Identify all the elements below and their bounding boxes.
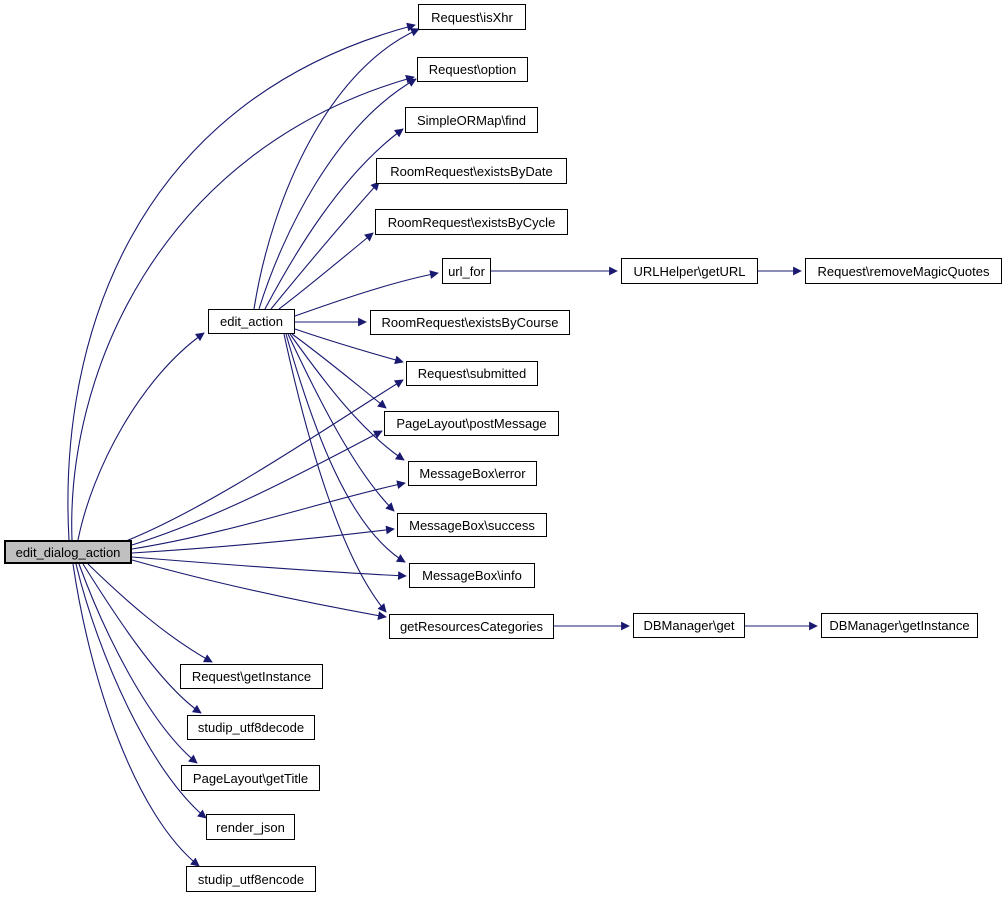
node-edit_action[interactable]: edit_action bbox=[208, 309, 295, 334]
node-urlhelper_geturl[interactable]: URLHelper\getURL bbox=[621, 258, 758, 284]
edge-edit_action-to-messagebox_error bbox=[289, 333, 405, 461]
edge-edit_dialog_action-to-request_submitted bbox=[125, 379, 404, 542]
edge-edit_action-to-url_for bbox=[294, 270, 439, 317]
node-messagebox_info[interactable]: MessageBox\info bbox=[409, 563, 535, 588]
node-url_for[interactable]: url_for bbox=[442, 258, 491, 284]
edge-edit_action-to-roomrequest_existsbycycle bbox=[278, 232, 374, 310]
node-request_submitted[interactable]: Request\submitted bbox=[406, 361, 538, 386]
node-pagelayout_postmessage[interactable]: PageLayout\postMessage bbox=[384, 411, 559, 436]
edge-edit_action-to-messagebox_success bbox=[287, 333, 395, 512]
node-getresourcescategories[interactable]: getResourcesCategories bbox=[389, 614, 554, 639]
edge-edit_dialog_action-to-messagebox_error bbox=[131, 480, 406, 550]
node-studip_utf8encode[interactable]: studip_utf8encode bbox=[186, 866, 316, 892]
node-request_getinstance[interactable]: Request\getInstance bbox=[180, 664, 323, 689]
edge-edit_action-to-simpleormap_find bbox=[264, 128, 404, 310]
edge-edit_dialog_action-to-studip_utf8encode bbox=[72, 563, 200, 867]
edge-edit_action-to-request_submitted bbox=[294, 328, 404, 365]
node-dbmanager_get[interactable]: DBManager\get bbox=[633, 613, 745, 638]
edge-edit_dialog_action-to-pagelayout_gettitle bbox=[78, 563, 198, 764]
edge-edit_dialog_action-to-edit_action bbox=[77, 332, 205, 541]
edge-edit_dialog_action-to-getresourcescategories bbox=[131, 559, 387, 620]
edge-edit_dialog_action-to-pagelayout_postmessage bbox=[131, 430, 383, 546]
edge-edit_action-to-messagebox_info bbox=[285, 333, 406, 563]
edge-edit_dialog_action-to-request_isxhr bbox=[67, 22, 416, 541]
edge-edit_dialog_action-to-messagebox_info bbox=[131, 556, 407, 581]
node-pagelayout_gettitle[interactable]: PageLayout\getTitle bbox=[181, 765, 320, 791]
node-render_json[interactable]: render_json bbox=[206, 814, 295, 840]
node-request_removemagicquotes[interactable]: Request\removeMagicQuotes bbox=[805, 258, 1002, 284]
node-messagebox_success[interactable]: MessageBox\success bbox=[397, 513, 547, 537]
edge-edit_dialog_action-to-messagebox_success bbox=[131, 525, 395, 554]
node-request_isxhr[interactable]: Request\isXhr bbox=[418, 4, 526, 30]
edge-edit_action-to-request_option bbox=[258, 78, 417, 310]
edge-edit_dialog_action-to-render_json bbox=[75, 563, 207, 819]
node-simpleormap_find[interactable]: SimpleORMap\find bbox=[405, 107, 538, 133]
node-roomrequest_existsbycycle[interactable]: RoomRequest\existsByCycle bbox=[375, 209, 568, 235]
edge-edit_dialog_action-to-request_option bbox=[71, 74, 415, 541]
node-request_option[interactable]: Request\option bbox=[417, 57, 528, 82]
node-messagebox_error[interactable]: MessageBox\error bbox=[408, 461, 537, 486]
edge-edit_action-to-getresourcescategories bbox=[283, 333, 387, 613]
edge-edit_action-to-request_isxhr bbox=[253, 28, 420, 310]
node-dbmanager_getinstance[interactable]: DBManager\getInstance bbox=[821, 613, 978, 638]
node-edit_dialog_action: edit_dialog_action bbox=[4, 540, 132, 564]
node-roomrequest_existsbydate[interactable]: RoomRequest\existsByDate bbox=[376, 158, 567, 184]
edge-edit_action-to-pagelayout_postmessage bbox=[291, 333, 387, 409]
node-roomrequest_existsbycourse[interactable]: RoomRequest\existsByCourse bbox=[370, 310, 570, 335]
edge-edit_action-to-roomrequest_existsbydate bbox=[270, 181, 380, 310]
edge-edit_dialog_action-to-request_getinstance bbox=[87, 563, 213, 663]
edge-edit_dialog_action-to-studip_utf8decode bbox=[82, 563, 202, 714]
node-studip_utf8decode[interactable]: studip_utf8decode bbox=[187, 715, 315, 740]
